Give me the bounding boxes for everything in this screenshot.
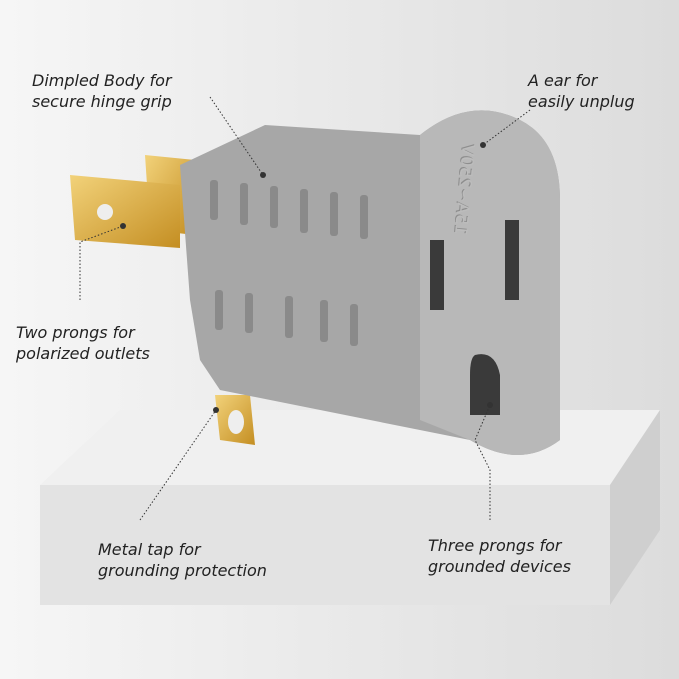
two-prongs — [70, 155, 195, 248]
callout-leaders — [79, 96, 531, 521]
callout-line: Three prongs for — [428, 536, 562, 555]
callout-line: grounded devices — [428, 557, 571, 576]
callout-dots — [120, 142, 493, 413]
callout-line: Two prongs for — [16, 323, 135, 342]
callout-line: polarized outlets — [16, 344, 150, 363]
callout-line: secure hinge grip — [32, 92, 172, 111]
callout-three-prongs: Three prongs for grounded devices — [428, 535, 571, 577]
callout-line: easily unplug — [528, 92, 635, 111]
metal-tap — [215, 395, 255, 445]
callout-two-prongs: Two prongs for polarized outlets — [16, 322, 150, 364]
callout-ear: A ear for easily unplug — [528, 70, 635, 112]
callout-line: grounding protection — [98, 561, 267, 580]
adapter-body — [180, 110, 560, 455]
callout-line: Dimpled Body for — [32, 71, 172, 90]
callout-dimpled-body: Dimpled Body for secure hinge grip — [32, 70, 172, 112]
callout-line: A ear for — [528, 71, 598, 90]
callout-line: Metal tap for — [98, 540, 201, 559]
callout-metal-tap: Metal tap for grounding protection — [98, 539, 267, 581]
